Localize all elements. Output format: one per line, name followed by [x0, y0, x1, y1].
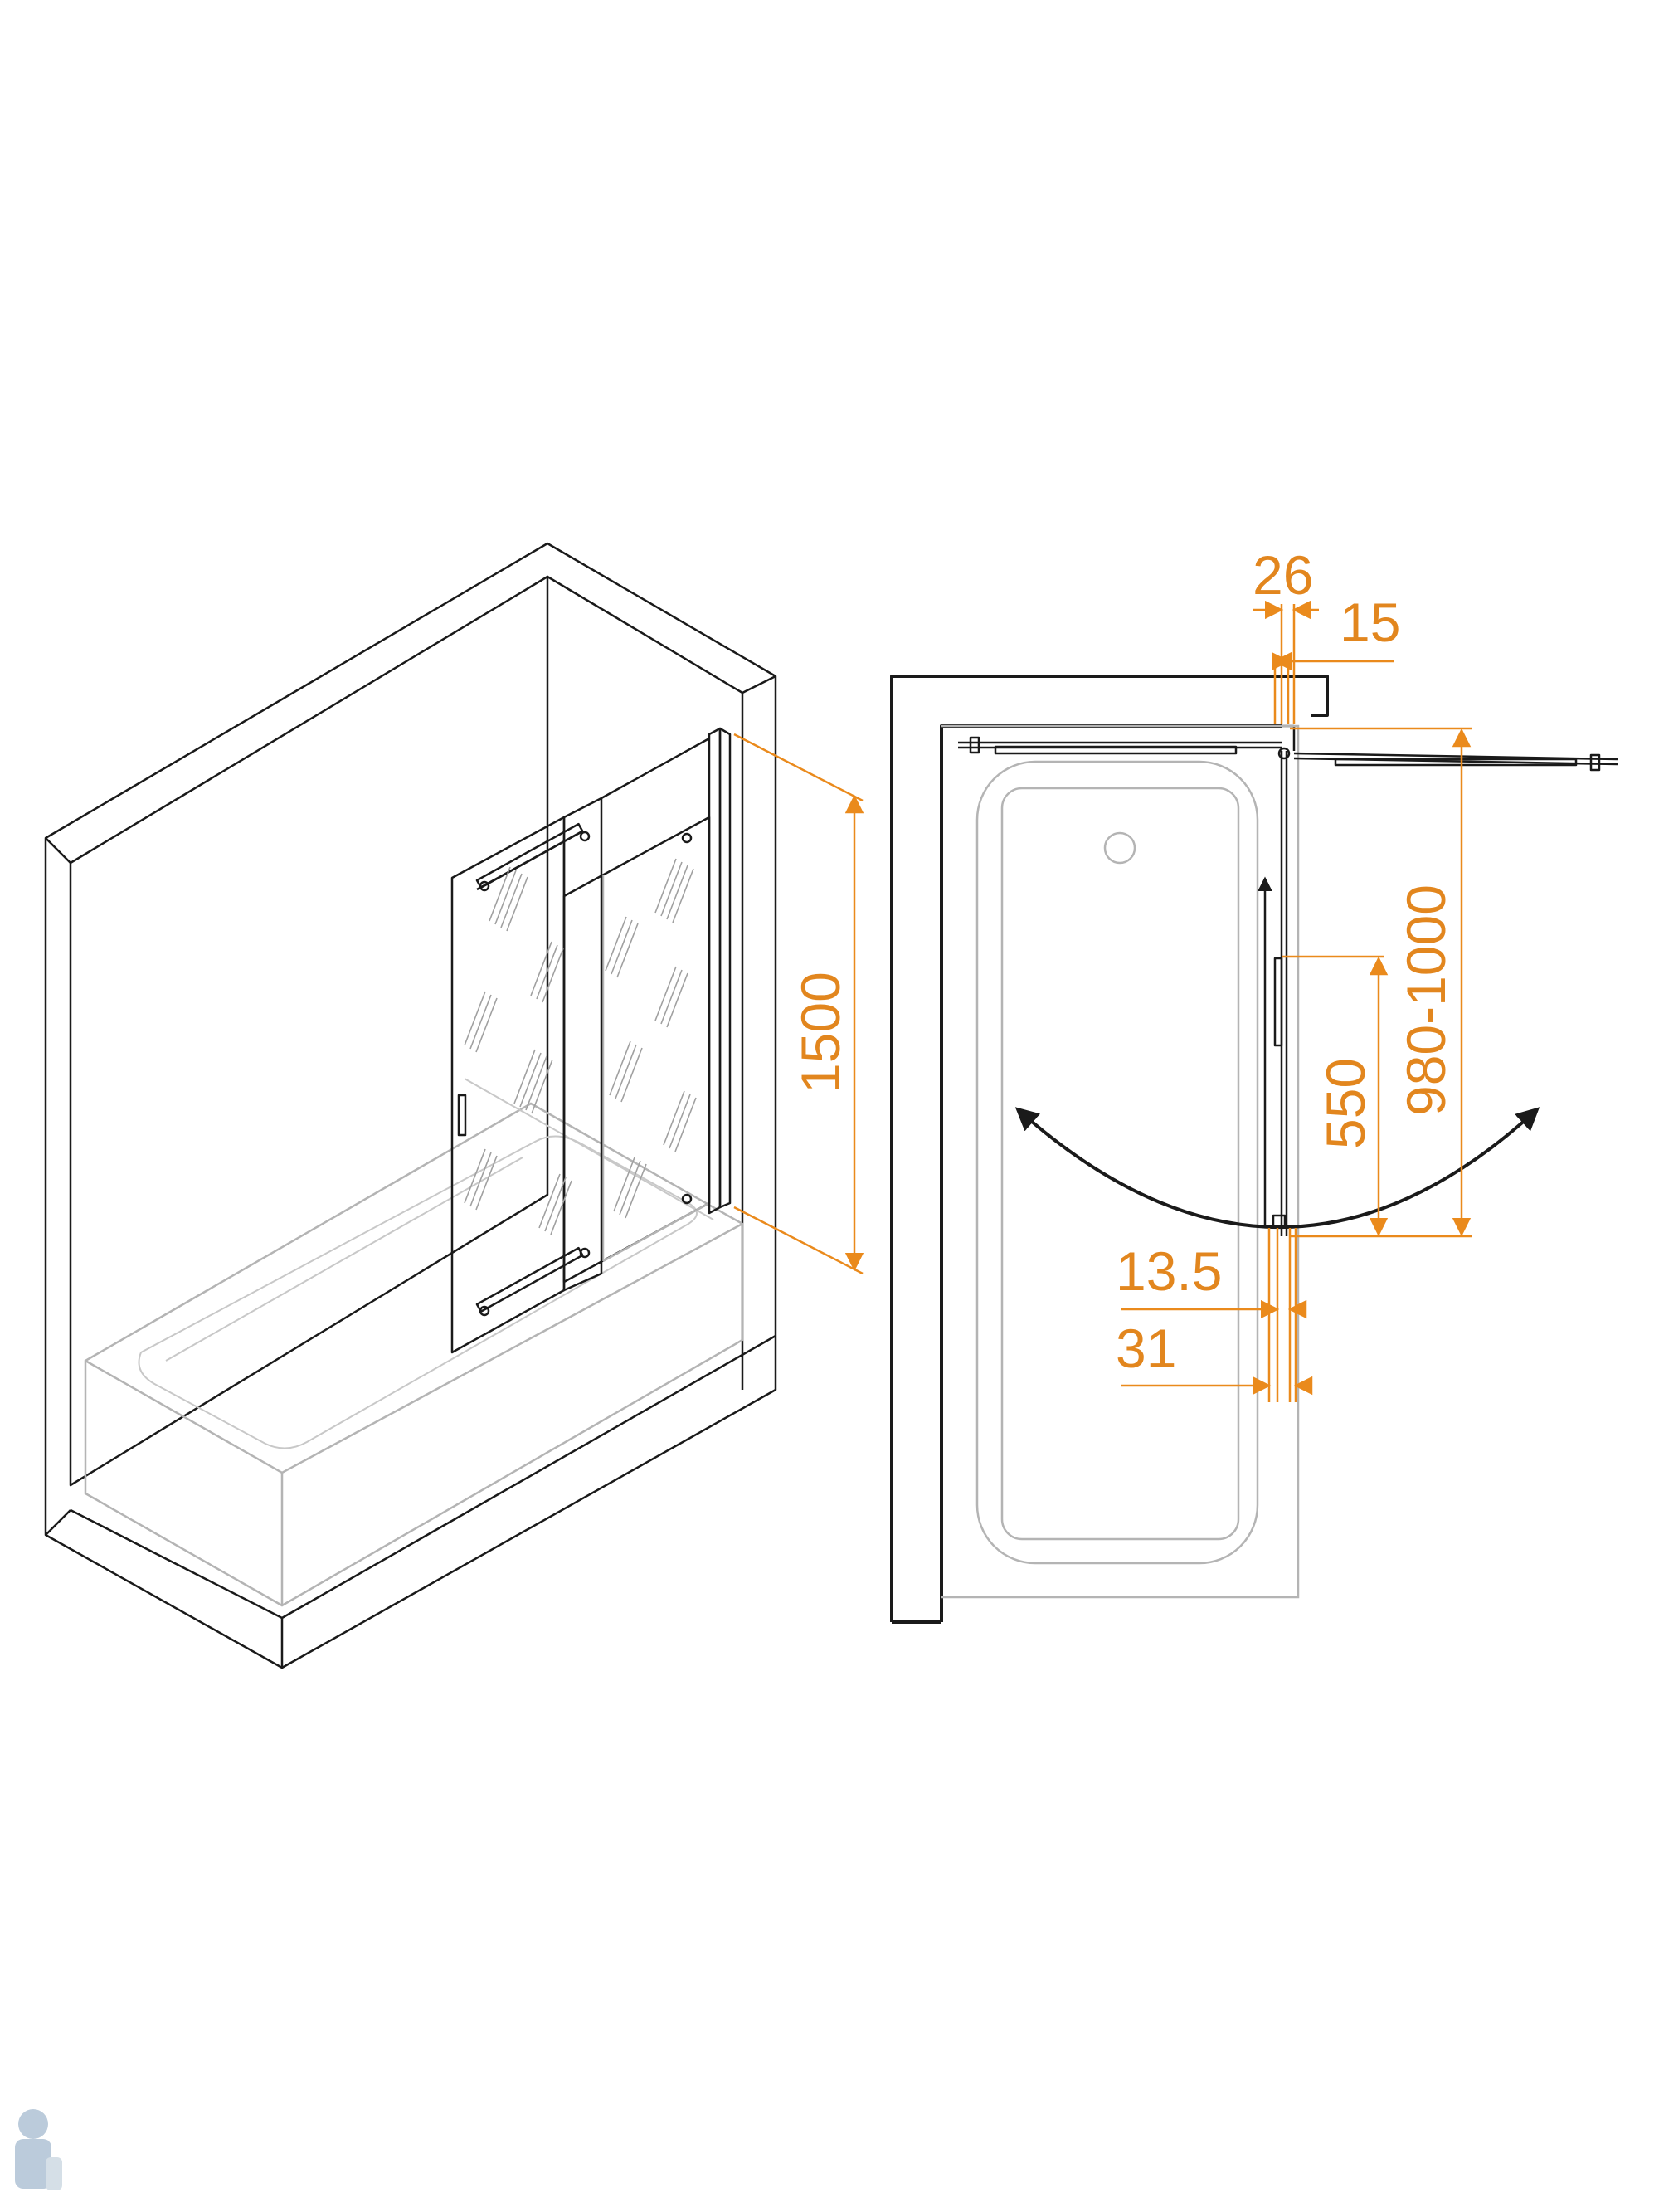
bathtub-iso: [84, 1078, 744, 1607]
fixed-glass-panel: [562, 816, 711, 1284]
dimension-swing-length-label: 980-1000: [1395, 884, 1457, 1116]
dimension-profile-width: 15: [1271, 592, 1400, 724]
dimension-height-label: 1500: [790, 972, 851, 1094]
isometric-view: 1500: [44, 542, 864, 1669]
dimension-profile-depth: 31: [1116, 1228, 1313, 1402]
wall-profile: [601, 727, 732, 1215]
dimension-profile-width-label: 15: [1340, 592, 1400, 653]
door-handle: [457, 1094, 467, 1137]
dimension-wall-gap: 26: [1253, 544, 1319, 724]
dimension-height: 1500: [733, 733, 864, 1275]
plan-wall-outline: [890, 675, 1329, 1624]
dimension-glass-offset-label: 13.5: [1116, 1240, 1222, 1302]
fixed-panel-hatching: [605, 858, 697, 1219]
dimension-swing-length: 980-1000: [1290, 727, 1472, 1238]
wall-outline: [44, 542, 777, 1669]
sliding-glass-panel: [450, 797, 603, 1354]
plan-view: 26 15 980-1000 550 13: [890, 544, 1618, 1624]
bathtub-plan: [941, 724, 1300, 1599]
sliding-panel-hatching: [464, 866, 572, 1235]
dimension-profile-depth-label: 31: [1116, 1318, 1176, 1379]
dimension-wall-gap-label: 26: [1253, 544, 1313, 606]
drain-icon: [1103, 831, 1136, 865]
dimension-glass-offset: 13.5: [1116, 1228, 1307, 1402]
dimension-handle-position-label: 550: [1315, 1058, 1376, 1149]
glass-panels-plan: [958, 736, 1618, 1236]
watermark-logo: [15, 2109, 62, 2190]
dimension-handle-position: 550: [1282, 955, 1389, 1237]
swing-arc: [1014, 1107, 1540, 1229]
